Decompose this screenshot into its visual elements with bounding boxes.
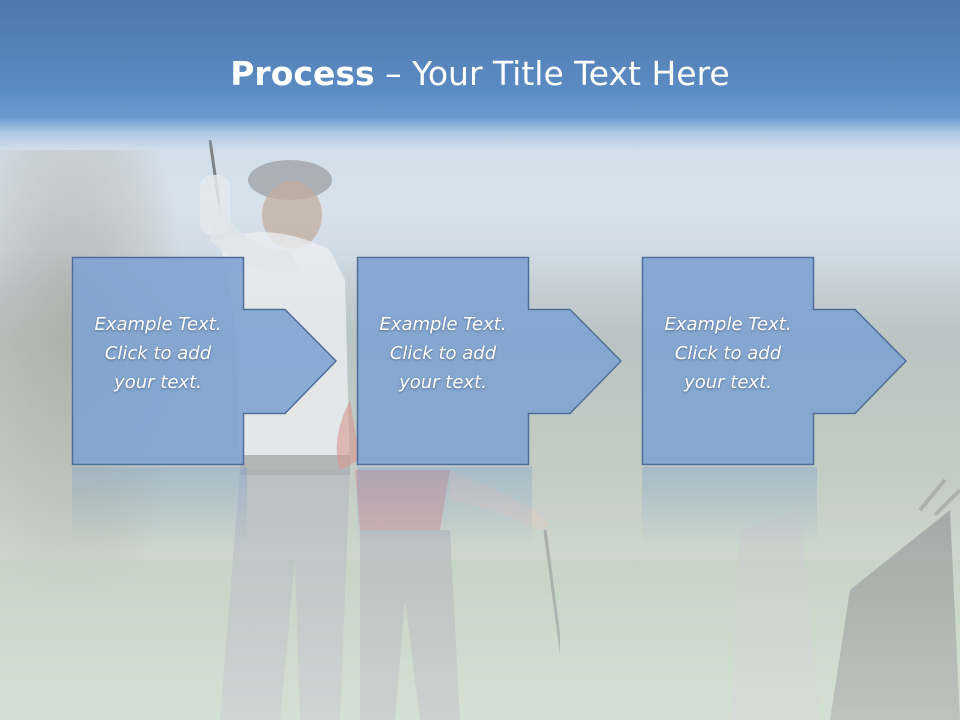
step-1-line-3: your text.	[114, 372, 202, 393]
arrow-shape-3	[641, 256, 908, 466]
step-3-reflection	[642, 467, 817, 547]
step-1-reflection	[72, 467, 247, 547]
step-2-line-1: Example Text.	[379, 314, 507, 335]
step-3-line-1: Example Text.	[664, 314, 792, 335]
process-step-1[interactable]: Example Text. Click to add your text.	[71, 256, 338, 466]
arrow-shape-2	[356, 256, 623, 466]
title-text: – Your Title Text Here	[374, 54, 730, 93]
step-3-text[interactable]: Example Text. Click to add your text.	[642, 310, 814, 397]
title-bold-text: Process	[230, 54, 375, 93]
step-1-text[interactable]: Example Text. Click to add your text.	[72, 310, 244, 397]
step-2-text[interactable]: Example Text. Click to add your text.	[357, 310, 529, 397]
arrow-shape-1	[71, 256, 338, 466]
title-banner	[0, 0, 960, 150]
step-2-reflection	[357, 467, 532, 547]
step-1-line-2: Click to add	[104, 343, 212, 364]
step-3-line-2: Click to add	[674, 343, 782, 364]
process-step-2[interactable]: Example Text. Click to add your text.	[356, 256, 623, 466]
step-2-line-3: your text.	[399, 372, 487, 393]
step-1-line-1: Example Text.	[94, 314, 222, 335]
process-step-3[interactable]: Example Text. Click to add your text.	[641, 256, 908, 466]
step-2-line-2: Click to add	[389, 343, 497, 364]
slide-title[interactable]: Process – Your Title Text Here	[0, 52, 960, 96]
step-3-line-3: your text.	[684, 372, 772, 393]
